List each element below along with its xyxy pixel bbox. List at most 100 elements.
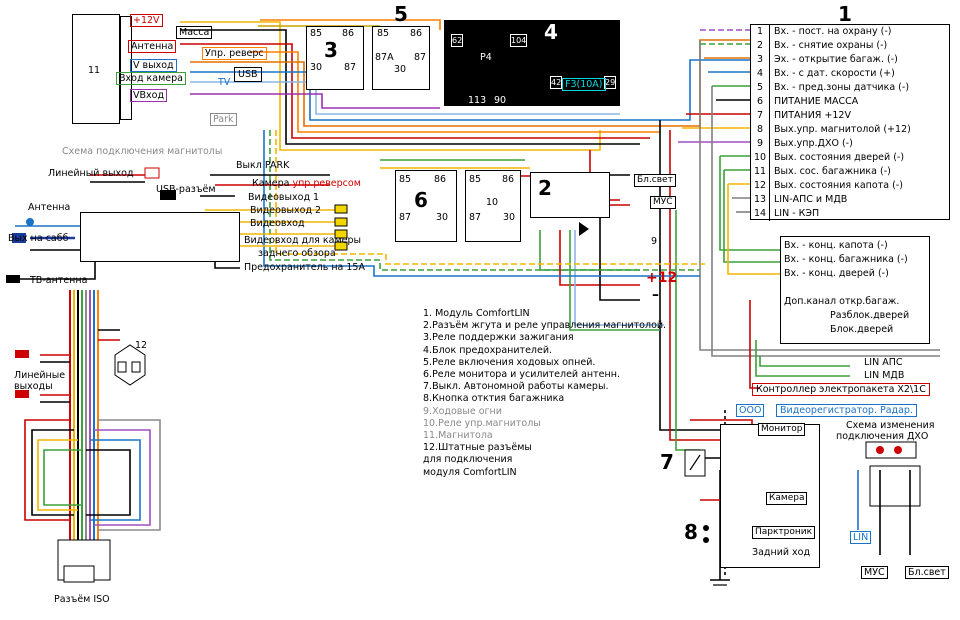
module1-pin-label: Вых. сос. багажника (-) <box>774 166 891 177</box>
relay-6-pin-30: 30 <box>436 212 449 223</box>
fuse-block-pin-113: 113 <box>468 95 487 106</box>
label-antenna: Антенна <box>128 40 177 53</box>
monitor-label: Монитор <box>758 423 806 436</box>
module1-pin-row: 5 Вх. - пред.зоны датчика (-) <box>751 81 949 95</box>
drl-title-1: Схема изменения <box>846 420 935 431</box>
module1-pin-label: Эх. - открытие багаж. (-) <box>774 54 898 65</box>
ends-extra-channel: Доп.канал откр.багаж. <box>784 296 900 307</box>
usb-connector-label: USB-разъём <box>156 184 216 195</box>
module1-pin-row: 7 ПИТАНИЯ +12V <box>751 109 949 123</box>
module1-pin-number: 11 <box>751 165 770 179</box>
park-off-label: Выкл PARK <box>236 160 290 171</box>
ends-unlock: Разблок.дверей <box>830 310 910 321</box>
limit-switch-box <box>780 236 930 344</box>
module1-pin-label: Вых.упр. магнитолой (+12) <box>774 124 911 135</box>
module1-pin-label: Вх. - пред.зоны датчика (-) <box>774 82 910 93</box>
number-1: 1 <box>838 2 852 26</box>
relay-3-pin-86: 86 <box>342 28 355 39</box>
rear-view-label: заднего обзора <box>258 248 336 259</box>
relay-10-number: 10 <box>486 197 499 208</box>
drl-mus: МУС <box>861 566 888 579</box>
block-2 <box>530 172 610 218</box>
line-out-label: Линейный выход <box>48 168 134 179</box>
number-12: 12 <box>135 340 148 351</box>
video-out-1-label: Видеовыход 1 <box>248 192 320 203</box>
module1-pin-label: Вх. - пост. на охрану (-) <box>774 26 892 37</box>
legend-item: 8.Кнопка отктия багажника <box>423 393 565 405</box>
module1-pin-number: 5 <box>751 81 770 95</box>
sub-out-label: Вых на сабб <box>8 233 69 244</box>
relay-5-pin-86: 86 <box>410 28 423 39</box>
drl-lin: LIN <box>850 531 872 544</box>
module1-pin-row: 14 LIN - КЭП <box>751 207 949 221</box>
module1-pin-number: 7 <box>751 109 770 123</box>
number-4: 4 <box>544 20 558 44</box>
module1-pin-number: 8 <box>751 123 770 137</box>
camera-in-label: Видеовход для камеры <box>244 235 362 246</box>
module1-pin-label: Вх. - снятие охраны (-) <box>774 40 888 51</box>
head-unit-title: Схема подключения магнитолы <box>62 146 223 157</box>
module1-pin-label: Вых. состояния дверей (-) <box>774 152 905 163</box>
module1-pin-number: 9 <box>751 137 770 151</box>
legend-item: 1. Модуль ComfortLIN <box>423 308 530 319</box>
number-3: 3 <box>324 38 338 62</box>
module1-pin-number: 6 <box>751 95 770 109</box>
fuse-block-p4: P4 <box>480 52 492 63</box>
number-5: 5 <box>394 2 408 26</box>
video-out-2-label: Видеовыход 2 <box>250 205 322 216</box>
relay-5-pin-87a: 87A <box>375 52 394 63</box>
fuse-block-pin-104: 104 <box>510 34 528 47</box>
module1-pin-number: 14 <box>751 207 770 221</box>
module1-pin-label: Вх. - с дат. скорости (+) <box>774 68 895 79</box>
tv-antenna-label: ТВ-антенна <box>30 275 88 286</box>
relay-10-pin-86: 86 <box>502 174 515 185</box>
fuse-block-pin-62: 62 <box>451 34 464 47</box>
drl-title-2: подключения ДХО <box>836 431 929 442</box>
lin-mdv: LIN МДВ <box>864 370 905 381</box>
head-unit <box>80 212 240 262</box>
legend-item: 5.Реле включения ходовых опней. <box>423 356 596 368</box>
reverse-label: Задний ход <box>752 547 811 558</box>
module1-pin-number: 2 <box>751 39 770 53</box>
camera-label: Камера <box>766 492 808 505</box>
legend-item: для подключения <box>423 454 513 466</box>
legend-item: 11.Магнитола <box>423 430 493 442</box>
relay-6-pin-86: 86 <box>434 174 447 185</box>
relay-3-pin-30: 30 <box>310 62 323 73</box>
module1-pin-label: LIN - КЭП <box>774 208 820 219</box>
module1-pin-number: 10 <box>751 151 770 165</box>
relay-6 <box>395 170 457 242</box>
module1-pin-row: 10 Вых. состояния дверей (-) <box>751 151 949 165</box>
label-reverse-control: Упр. реверс <box>202 47 267 60</box>
number-8: 8 <box>684 520 698 544</box>
fuse-f3: F3(10A) <box>562 78 606 91</box>
relay-10 <box>465 170 521 242</box>
block2-bl-svet: Бл.свет <box>634 174 676 187</box>
legend-item: 12.Штатные разъёмы <box>423 442 532 454</box>
number-9: 9 <box>651 236 658 247</box>
legend-item: 9.Ходовые огни <box>423 405 502 417</box>
plus-12-label: +12 <box>646 270 678 286</box>
number-2: 2 <box>538 176 552 200</box>
label-park: Park <box>210 113 237 126</box>
connector-11-block <box>72 14 120 124</box>
module1-pin-label: Вых. состояния капота (-) <box>774 180 903 191</box>
relay-10-pin-85: 85 <box>469 174 482 185</box>
dvr-label: Видеорегистратор. Радар. <box>776 404 917 417</box>
relay-5-pin-30: 30 <box>394 64 407 75</box>
fuse-block-pin-42: 42 <box>550 76 563 89</box>
module1-pin-row: 2 Вх. - снятие охраны (-) <box>751 39 949 53</box>
relay-6-pin-87: 87 <box>399 212 412 223</box>
module1-pin-label: ПИТАНИЯ +12V <box>774 110 851 121</box>
number-6: 6 <box>414 188 428 212</box>
ends-hood: Вх. - конц. капота (-) <box>784 240 888 251</box>
relay-3 <box>306 26 364 90</box>
module1-pin-label: LIN-АПС и МДВ <box>774 194 848 205</box>
legend-item: 2.Разъём жгута и реле управления магнито… <box>423 320 667 332</box>
